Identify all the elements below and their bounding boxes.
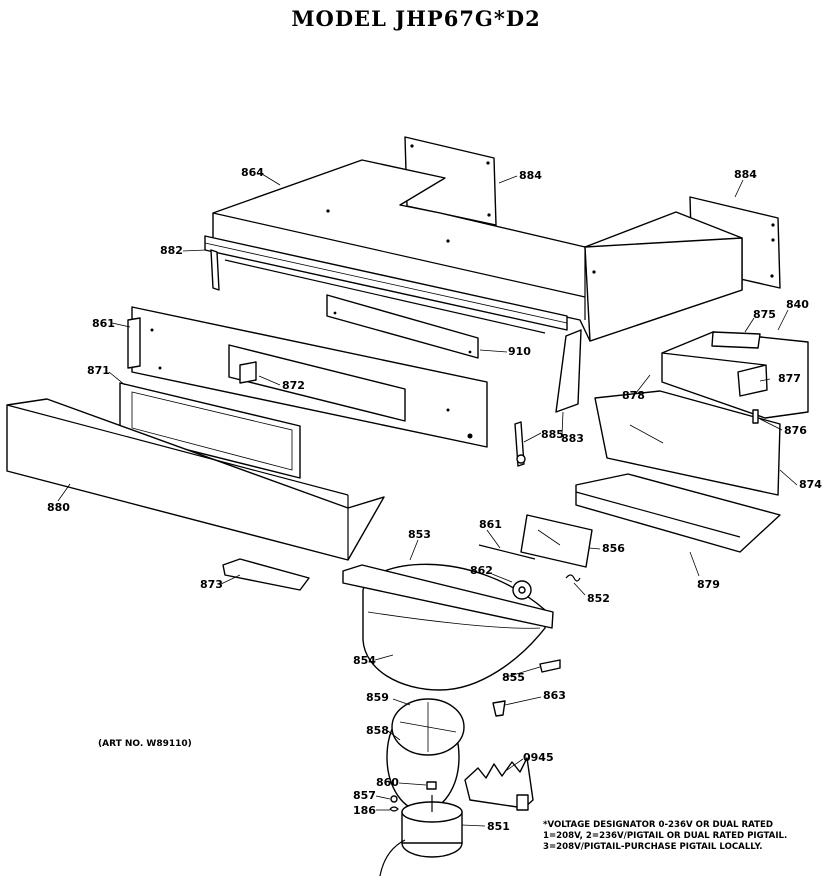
- art-number: (ART NO. W89110): [98, 739, 192, 749]
- part-label-860: 860: [376, 776, 399, 789]
- motor-851: [379, 795, 463, 876]
- part-label-857: 857: [353, 789, 376, 802]
- part-label-186: 186: [353, 804, 376, 817]
- part-label-883: 883: [561, 432, 584, 445]
- part-label-861-rod: 861: [479, 518, 502, 531]
- clip-885: [514, 421, 526, 467]
- part-label-858: 858: [366, 724, 389, 737]
- part-label-861-side: 861: [92, 317, 115, 330]
- part-label-851: 851: [487, 820, 510, 833]
- part-label-859: 859: [366, 691, 389, 704]
- voltage-note-line-3: 3=208V/PIGTAIL-PURCHASE PIGTAIL LOCALLY.: [543, 842, 763, 852]
- part-label-876: 876: [784, 424, 807, 437]
- part-label-871: 871: [87, 364, 110, 377]
- part-label-884-right: 884: [734, 168, 757, 181]
- part-label-0945: 0945: [523, 751, 554, 764]
- part-label-877: 877: [778, 372, 801, 385]
- part-label-872: 872: [282, 379, 305, 392]
- voltage-note: *VOLTAGE DESIGNATOR 0-236V OR DUAL RATED…: [543, 820, 787, 853]
- voltage-note-line-2: 1=208V, 2=236V/PIGTAIL OR DUAL RATED PIG…: [543, 831, 788, 841]
- part-label-910: 910: [508, 345, 531, 358]
- top-cover-864: [212, 159, 743, 342]
- corner-bracket-883: [555, 329, 582, 413]
- blower-housing-854: [342, 563, 554, 691]
- filter-panel-871: [119, 382, 301, 479]
- part-label-879: 879: [697, 578, 720, 591]
- part-label-875: 875: [753, 308, 776, 321]
- small-bracket-873: [222, 558, 310, 591]
- washer-857: [390, 795, 398, 803]
- part-label-856: 856: [602, 542, 625, 555]
- screw-876: [752, 409, 759, 424]
- part-label-855: 855: [502, 671, 525, 684]
- rod-861: [478, 544, 536, 560]
- part-label-854: 854: [353, 654, 376, 667]
- clip-186: [389, 806, 399, 812]
- heater-element-856: [520, 514, 593, 568]
- part-label-864: 864: [241, 166, 264, 179]
- panel-874: [594, 390, 781, 496]
- front-rail-882: [204, 235, 568, 334]
- part-label-852: 852: [587, 592, 610, 605]
- blower-wheel-858: [386, 698, 465, 812]
- part-label-884-left: 884: [519, 169, 542, 182]
- strip-910: [326, 294, 479, 359]
- part-label-863: 863: [543, 689, 566, 702]
- front-panel-880: [6, 398, 385, 561]
- part-label-874: 874: [799, 478, 822, 491]
- channel-872: [228, 344, 406, 422]
- washer-860: [426, 781, 437, 790]
- part-label-873: 873: [200, 578, 223, 591]
- part-label-878: 878: [622, 389, 645, 402]
- leader-lines: [57, 173, 798, 827]
- voltage-note-line-1: *VOLTAGE DESIGNATOR 0-236V OR DUAL RATED: [543, 820, 773, 830]
- part-label-853: 853: [408, 528, 431, 541]
- heat-sink-0945: [464, 757, 534, 811]
- part-label-880: 880: [47, 501, 70, 514]
- part-label-840: 840: [786, 298, 809, 311]
- part-label-862: 862: [470, 564, 493, 577]
- base-plate-879: [575, 473, 781, 553]
- part-label-885: 885: [541, 428, 564, 441]
- part-label-882: 882: [160, 244, 183, 257]
- nut-863: [492, 700, 506, 717]
- control-housing-840: [661, 331, 809, 419]
- diagram-title: MODEL JHP67G*D2: [291, 6, 541, 31]
- spring-clip-852: [565, 574, 581, 582]
- bracket-855: [539, 659, 561, 673]
